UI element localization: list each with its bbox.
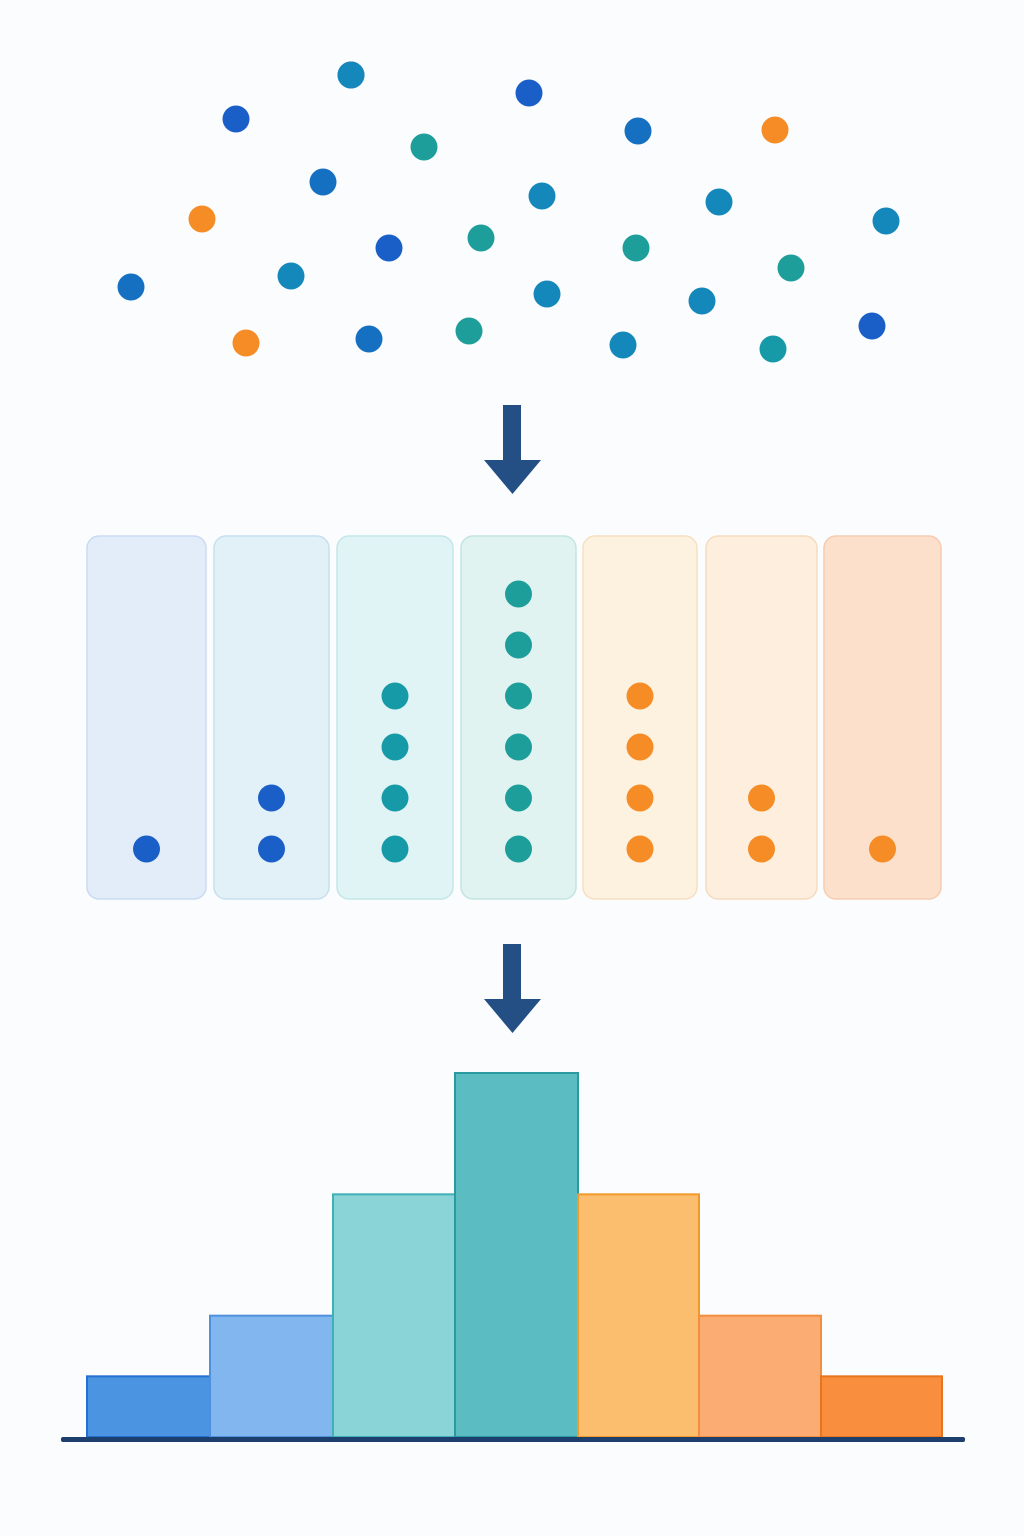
bin-box xyxy=(460,535,577,900)
bin-dot xyxy=(626,835,654,863)
bin-column xyxy=(582,535,698,900)
bin-column xyxy=(823,535,942,900)
bin-box xyxy=(86,535,207,900)
scatter-point xyxy=(410,133,438,161)
bin-column xyxy=(460,535,577,900)
histogram-bar xyxy=(454,1072,579,1438)
bin-dot xyxy=(381,835,409,863)
histogram-bar xyxy=(332,1193,456,1439)
bin-dot xyxy=(505,835,532,863)
bin-dot xyxy=(258,784,285,812)
histogram-bar xyxy=(86,1375,211,1439)
scatter-point xyxy=(309,168,337,196)
scatter-point xyxy=(622,234,650,262)
scatter-point xyxy=(872,207,900,235)
bin-dot xyxy=(626,733,654,761)
scatter-point xyxy=(609,331,637,359)
bin-dot xyxy=(505,580,532,608)
scatter-point xyxy=(528,182,556,210)
scatter-point xyxy=(533,280,561,308)
scatter-point xyxy=(688,287,716,315)
bin-box xyxy=(705,535,818,900)
down-arrow-icon xyxy=(484,405,541,494)
histogram-baseline xyxy=(61,1437,965,1442)
bin-dot xyxy=(505,733,532,761)
bin-box xyxy=(213,535,330,900)
histogram xyxy=(86,1072,943,1439)
scatter-cloud xyxy=(117,61,900,363)
histogram-bar xyxy=(820,1375,943,1439)
bin-column xyxy=(86,535,207,900)
scatter-point xyxy=(232,329,260,357)
bin-dot xyxy=(505,784,532,812)
bin-box xyxy=(336,535,454,900)
bin-dot xyxy=(381,733,409,761)
scatter-point xyxy=(761,116,789,144)
bin-dot xyxy=(626,682,654,710)
bins-panel xyxy=(86,535,942,900)
scatter-point xyxy=(705,188,733,216)
histogram-bar xyxy=(209,1314,334,1438)
bin-column xyxy=(213,535,330,900)
bin-box xyxy=(823,535,942,900)
bin-dot xyxy=(626,784,654,812)
bin-dot xyxy=(381,784,409,812)
down-arrow-icon xyxy=(484,944,541,1033)
bin-dot xyxy=(505,682,532,710)
histogram-bar xyxy=(577,1193,700,1439)
bin-dot xyxy=(748,835,775,863)
bin-column xyxy=(705,535,818,900)
bin-box xyxy=(582,535,698,900)
scatter-point xyxy=(355,325,383,353)
scatter-point xyxy=(777,254,805,282)
scatter-point xyxy=(117,273,145,301)
scatter-point xyxy=(624,117,652,145)
bin-dot xyxy=(505,631,532,659)
scatter-point xyxy=(375,234,403,262)
histogram-bar xyxy=(698,1314,822,1438)
scatter-point xyxy=(222,105,250,133)
scatter-point xyxy=(467,224,495,252)
scatter-point xyxy=(858,312,886,340)
scatter-point xyxy=(515,79,543,107)
bin-column xyxy=(336,535,454,900)
bin-dot xyxy=(748,784,775,812)
scatter-point xyxy=(455,317,483,345)
bin-dot xyxy=(869,835,896,863)
bin-dot xyxy=(133,835,160,863)
scatter-point xyxy=(277,262,305,290)
scatter-point xyxy=(188,205,216,233)
bin-dot xyxy=(258,835,285,863)
bin-dot xyxy=(381,682,409,710)
scatter-point xyxy=(337,61,365,89)
scatter-point xyxy=(759,335,787,363)
